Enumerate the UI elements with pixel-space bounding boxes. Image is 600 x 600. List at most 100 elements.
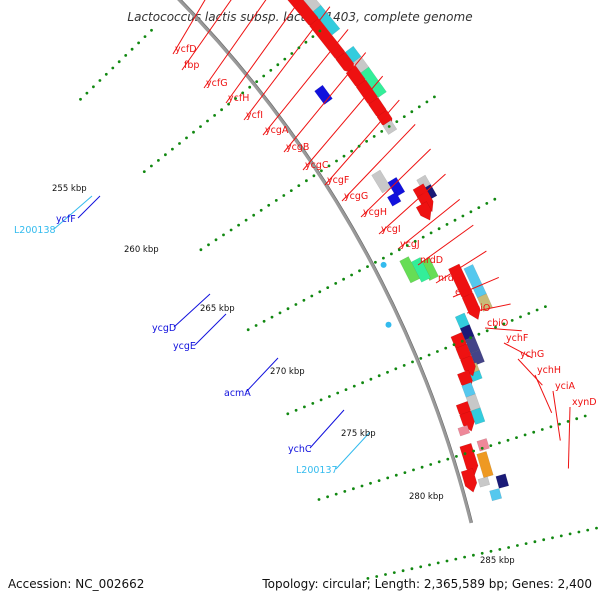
tick-dot: [453, 218, 457, 222]
tick-dot: [213, 114, 217, 117]
gene-labels: ycfDfbpycfGycfHycfIycgAycgBycgCycgFycgGy…: [14, 44, 597, 476]
tick-dot: [289, 189, 293, 193]
rna-label: L200137: [296, 465, 338, 476]
gene-block: [415, 201, 432, 221]
label-leader: [173, 293, 211, 328]
gene-label: ychH: [537, 365, 561, 376]
tick-dot: [311, 35, 315, 38]
tick-dot: [220, 108, 224, 112]
tick-dot: [575, 417, 579, 421]
tick-dot: [259, 208, 263, 212]
tick-dot: [551, 536, 554, 540]
gene-label: ycfH: [228, 93, 249, 104]
tick-dot: [437, 227, 441, 231]
gene-label: ycgJ: [400, 239, 420, 250]
tick-dot: [427, 353, 431, 357]
tick-dot: [544, 305, 547, 308]
tick-dot: [469, 210, 473, 214]
tick-dot: [142, 170, 146, 174]
tick-dot: [178, 142, 181, 145]
tick-dot: [566, 420, 570, 423]
gene-block: [314, 84, 333, 105]
tick-dot: [437, 460, 441, 464]
tick-dot: [326, 495, 329, 499]
gene-block: [489, 488, 503, 502]
tick-dot: [361, 381, 364, 385]
topology-text: Topology: circular; Length: 2,365,589 bp…: [262, 577, 592, 591]
tick-dot: [366, 265, 369, 268]
tick-dot: [366, 577, 370, 580]
tick-label: 280 kbp: [409, 492, 444, 502]
tick-dot: [386, 370, 389, 374]
label-leader: [283, 52, 367, 153]
gene-block: [495, 473, 510, 489]
label-leader: [360, 148, 431, 218]
tick-dot: [384, 573, 387, 576]
gene-label: acmA: [224, 388, 251, 399]
tick-dot: [568, 532, 572, 536]
tick-dot: [583, 414, 587, 418]
tick-dot: [111, 66, 115, 70]
gene-block: [459, 410, 475, 432]
tick-dot: [318, 290, 322, 294]
tick-dot: [117, 60, 121, 64]
gene-label: ycgH: [363, 207, 387, 218]
gene-label: eno: [455, 287, 473, 298]
tick-dot: [586, 528, 590, 532]
label-leader: [181, 0, 232, 71]
tick-label: 270 kbp: [270, 367, 305, 377]
label-leader: [243, 6, 331, 121]
tick-dot: [294, 303, 298, 306]
tick-dot: [394, 367, 398, 371]
label-leader: [341, 124, 416, 202]
tick-dot: [303, 405, 306, 409]
label-leader: [53, 195, 93, 230]
tick-dot: [124, 54, 128, 57]
gene-block: [371, 169, 392, 194]
gene-label: ychC: [288, 444, 312, 455]
tick-dot: [419, 357, 423, 360]
tick-dot: [286, 307, 290, 311]
tick-dot: [335, 159, 338, 163]
tick-dot: [387, 125, 391, 128]
tick-dot: [377, 374, 381, 378]
tick-dot: [222, 233, 225, 237]
tick-dot: [515, 436, 518, 439]
label-leader: [484, 327, 522, 332]
gene-label: cbiO: [469, 303, 490, 314]
tick-dot: [199, 248, 203, 252]
label-leader: [452, 276, 499, 298]
tick-dot: [480, 551, 484, 555]
tick-dot: [343, 490, 347, 493]
tick-dot: [92, 85, 95, 89]
tick-dot: [137, 41, 141, 45]
gene-block: [386, 191, 402, 207]
gene-label: xynD: [572, 397, 597, 408]
tick-dot: [207, 243, 210, 247]
label-leader: [567, 406, 571, 469]
tick-dot: [326, 286, 330, 289]
tick-dot: [352, 487, 355, 491]
tick-dot: [489, 549, 493, 553]
tick-dot: [436, 350, 439, 353]
tick-dot: [297, 184, 301, 188]
gene-block: [470, 407, 486, 425]
tick-dot: [429, 231, 433, 235]
tick-dot: [98, 79, 102, 82]
tick-dot: [411, 360, 414, 364]
tick-dot: [252, 213, 256, 217]
tick-dot: [237, 223, 241, 227]
tick-dot: [402, 364, 406, 367]
tick-dot: [286, 412, 290, 416]
rna-arrow: [385, 321, 392, 328]
gene-label: nrdD: [420, 255, 443, 266]
tick-label: 285 kbp: [480, 556, 515, 566]
label-leader: [417, 224, 474, 266]
tick-dot: [302, 298, 306, 302]
tick-dot: [498, 441, 501, 445]
tick-dot: [336, 391, 340, 395]
tick-dot: [394, 473, 398, 477]
tick-dot: [164, 153, 167, 157]
tick-dot: [79, 97, 82, 101]
